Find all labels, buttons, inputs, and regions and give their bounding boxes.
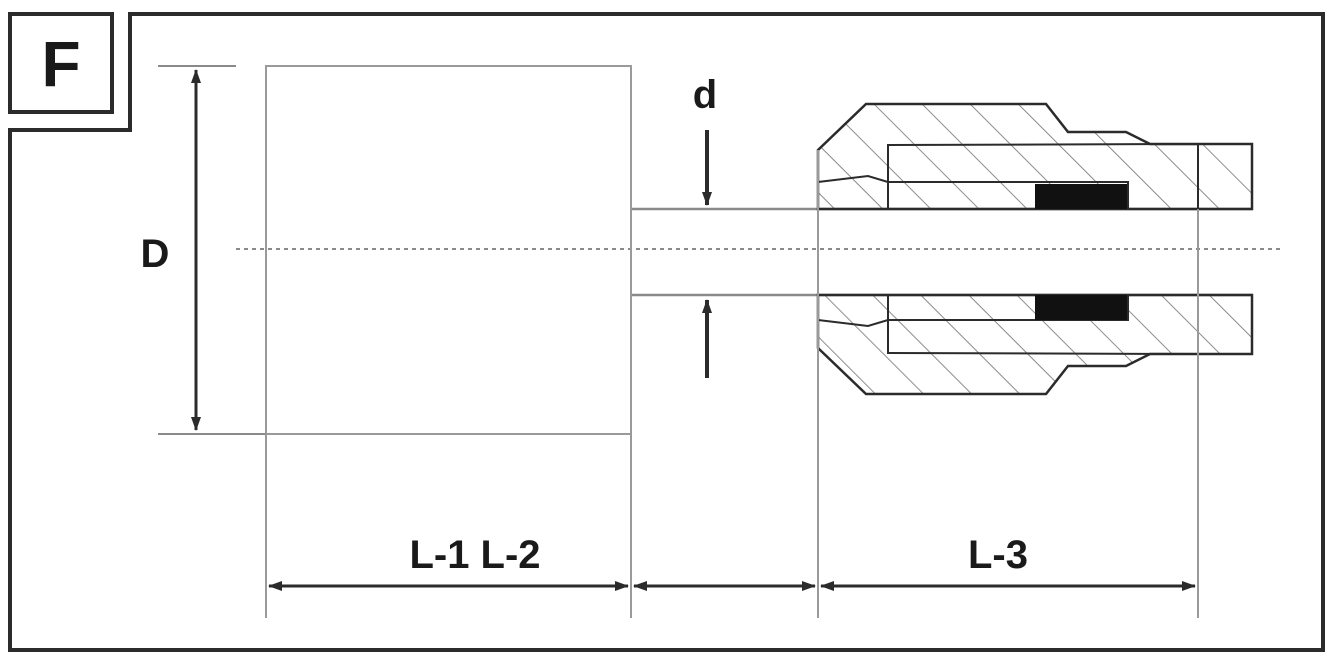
label-d: d xyxy=(693,73,717,117)
panel-label: F xyxy=(41,28,80,100)
label-L1-L2: L-1 L-2 xyxy=(409,533,540,577)
label-D: D xyxy=(141,232,170,276)
outer-frame xyxy=(8,12,1325,652)
panel-label-box xyxy=(8,12,114,114)
seal-ring-lower xyxy=(1035,295,1127,320)
seal-ring-upper xyxy=(1035,184,1127,209)
outer-diameter-block xyxy=(265,65,632,435)
label-L3: L-3 xyxy=(968,533,1028,577)
